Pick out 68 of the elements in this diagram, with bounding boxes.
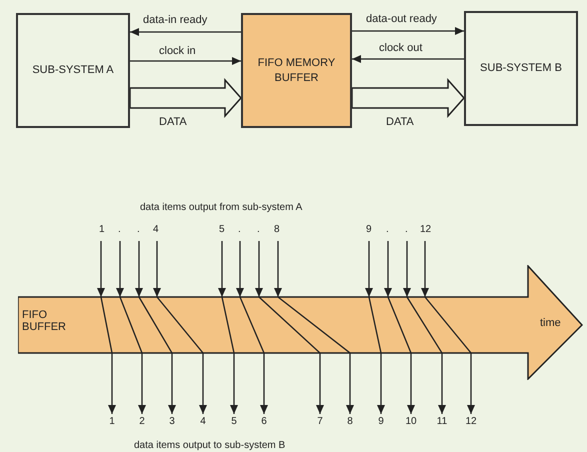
- item-number: .: [137, 224, 140, 236]
- buffer-label: FIFO BUFFER: [22, 309, 67, 333]
- item-number: .: [238, 224, 241, 236]
- arrow: [119, 296, 146, 414]
- axis-label: time: [540, 317, 561, 329]
- edge-label: clock out: [378, 42, 424, 54]
- arrow: [100, 296, 116, 414]
- item-number: .: [405, 224, 408, 236]
- item-number: .: [118, 224, 121, 236]
- block-box: SUB-SYSTEM A: [16, 13, 130, 128]
- item-number: 5: [219, 224, 225, 236]
- item-number: 6: [254, 416, 274, 430]
- item-number: .: [386, 224, 389, 236]
- arrow: [424, 296, 475, 414]
- edge-label: data-out ready: [365, 13, 438, 25]
- arrow: [239, 296, 268, 414]
- arrow: [274, 241, 282, 297]
- arrow: [130, 57, 241, 65]
- item-number: 1: [99, 224, 105, 236]
- bus-arrow: [351, 78, 465, 118]
- bus-arrow: [129, 78, 242, 118]
- arrow: [135, 241, 143, 297]
- edge-label: data-in ready: [142, 14, 208, 26]
- arrow: [352, 27, 464, 35]
- item-number: 12: [461, 416, 481, 430]
- edge-label: DATA: [385, 116, 415, 128]
- block-box: SUB-SYSTEM B: [464, 11, 578, 126]
- arrow: [130, 28, 241, 36]
- arrow: [384, 241, 392, 297]
- item-number: 8: [340, 416, 360, 430]
- arrow: [406, 296, 446, 414]
- item-number: 5: [224, 416, 244, 430]
- arrow: [352, 55, 464, 63]
- arrow: [236, 241, 244, 297]
- arrow: [421, 241, 429, 297]
- arrow: [255, 241, 263, 297]
- time-arrow: [18, 265, 583, 380]
- edge-label: DATA: [158, 116, 188, 128]
- arrow: [258, 296, 324, 414]
- arrow: [218, 241, 226, 297]
- item-number: .: [257, 224, 260, 236]
- arrow: [278, 296, 354, 414]
- item-number: 3: [162, 416, 182, 430]
- arrow: [116, 241, 124, 297]
- arrow: [368, 296, 385, 414]
- item-number: 4: [193, 416, 213, 430]
- arrow: [365, 241, 373, 297]
- item-number: 8: [274, 224, 280, 236]
- arrow: [156, 296, 207, 414]
- item-number: 7: [310, 416, 330, 430]
- arrow: [97, 241, 105, 297]
- arrow: [387, 296, 415, 414]
- item-number: 10: [401, 416, 421, 430]
- edge-label: clock in: [158, 45, 197, 57]
- arrow: [221, 296, 238, 414]
- item-number: 1: [102, 416, 122, 430]
- arrow: [403, 241, 411, 297]
- item-number: 9: [371, 416, 391, 430]
- caption: data items output to sub-system B: [134, 440, 286, 452]
- caption: data items output from sub-system A: [140, 202, 302, 214]
- arrow: [153, 241, 161, 297]
- item-number: 2: [132, 416, 152, 430]
- arrow: [138, 296, 176, 414]
- item-number: 11: [432, 416, 452, 430]
- item-number: 9: [366, 224, 372, 236]
- block-box: FIFO MEMORY BUFFER: [241, 13, 352, 128]
- item-number: 12: [420, 224, 432, 236]
- item-number: 4: [153, 224, 159, 236]
